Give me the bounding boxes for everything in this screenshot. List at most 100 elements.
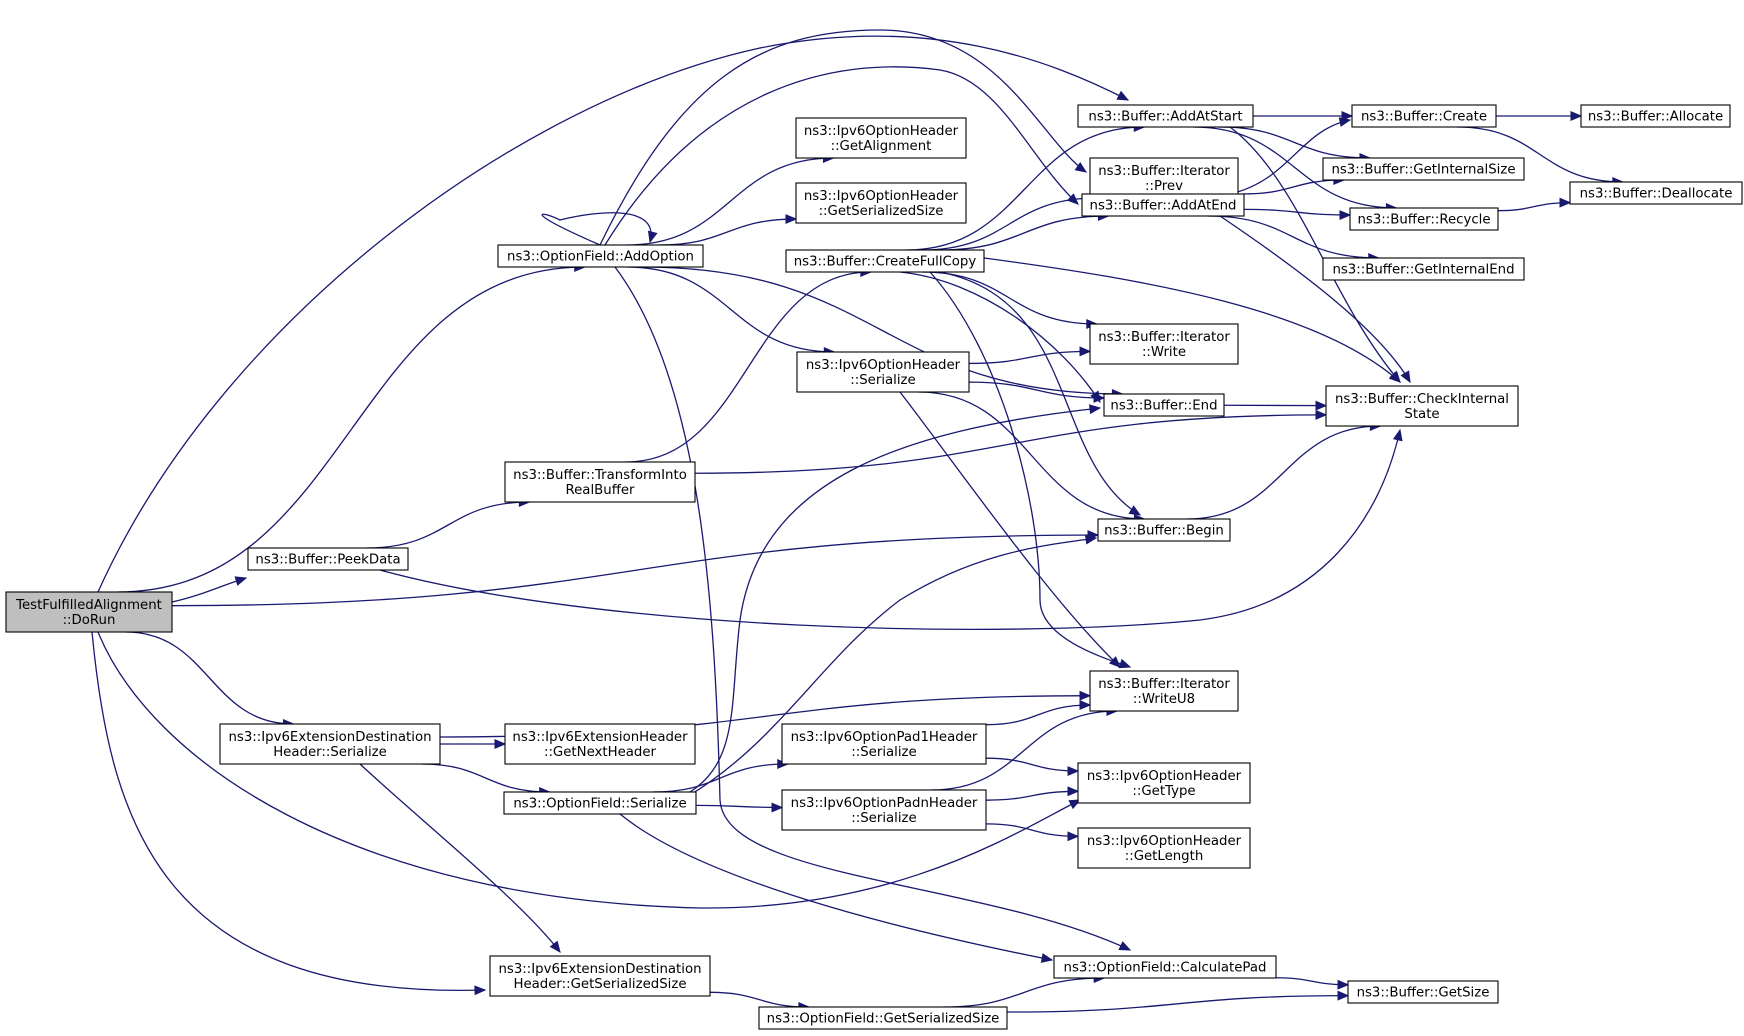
node-label: ns3::Ipv6ExtensionDestination [498,962,701,977]
edge-n15-n16 [968,381,1106,403]
node-label: ::GetLength [1125,849,1204,864]
edge-arrowhead [234,576,248,586]
edge-line [366,501,530,549]
edge-line [931,710,1117,791]
edge-n19-n17 [1186,421,1382,520]
edge-arrowhead [1079,346,1092,357]
function-node[interactable]: ns3::Buffer::Recycle [1349,207,1499,231]
edge-n22-n29 [359,763,561,954]
node-label: ::GetNextHeader [544,745,657,760]
edge-arrowhead [1559,197,1572,208]
function-node[interactable]: ns3::Buffer::CreateFullCopy [785,249,985,273]
function-node[interactable]: ns3::Buffer::AddAtStart [1077,104,1254,128]
function-node[interactable]: ns3::Buffer::AddAtEnd [1081,193,1245,217]
node-label: TestFulfilledAlignment [15,598,162,613]
edge-arrowhead [1315,400,1328,411]
edge-line [97,35,1129,593]
node-box [781,723,987,765]
function-node[interactable]: ns3::Ipv6ExtensionDestinationHeader::Ser… [219,723,441,765]
node-label: ns3::Buffer::GetInternalEnd [1332,263,1514,278]
edge-line [421,763,550,793]
edge-n10-n7 [1243,208,1352,220]
function-node[interactable]: ns3::Ipv6OptionPad1Header::Serialize [781,723,987,765]
function-node[interactable]: ns3::Buffer::Allocate [1580,104,1731,128]
edge-n22-n25 [421,763,551,797]
node-label: ns3::Ipv6OptionHeader [804,124,959,139]
edge-arrowhead [1339,210,1352,220]
edge-line [939,215,1109,251]
edge-arrowhead [494,739,507,749]
edge-line [906,126,1145,251]
node-label: ns3::Ipv6OptionHeader [1087,769,1242,784]
edge-line [642,266,1123,395]
function-node[interactable]: ns3::Buffer::Iterator::Prev [1089,157,1239,199]
edge-n25-n26 [695,802,784,813]
edge-arrowhead [1400,370,1411,384]
edge-arrowhead [1074,161,1088,173]
edge-arrowhead [771,802,784,813]
edge-n24-n27 [985,757,1080,776]
edge-line [1229,119,1351,195]
node-box [781,789,987,831]
edge-n22-n23 [440,739,507,749]
edge-line [985,704,1091,726]
edge-line [929,271,1131,668]
function-node[interactable]: ns3::Ipv6OptionHeader::GetSerializedSize [795,182,967,224]
edge-n15-n21 [899,391,1121,668]
edge-n13-n19 [939,271,1142,516]
edge-arrowhead [1388,371,1401,383]
node-box [758,1006,1008,1030]
function-node[interactable]: ns3::OptionField::CalculatePad [1053,955,1277,979]
node-box [796,351,970,393]
function-node[interactable]: ns3::OptionField::Serialize [503,791,697,815]
edge-n0-n1 [117,262,586,593]
function-node[interactable]: ns3::Ipv6OptionHeader::GetLength [1077,827,1251,869]
edge-n13-n14 [921,271,1099,329]
edge-line [968,350,1091,365]
function-node[interactable]: ns3::Ipv6OptionHeader::GetType [1077,762,1251,804]
function-node[interactable]: ns3::Buffer::End [1103,393,1225,417]
node-box [5,591,173,633]
node-box [785,249,985,273]
edge-arrowhead [1108,656,1121,668]
node-box [1077,827,1251,869]
function-node[interactable]: ns3::Ipv6OptionPadnHeader::Serialize [781,789,987,831]
node-label: ns3::Ipv6OptionHeader [804,189,959,204]
function-node[interactable]: ns3::Buffer::Deallocate [1569,181,1743,205]
edge-n1-n30 [614,266,1132,951]
edge-arrowhead [1040,953,1054,963]
function-node[interactable]: ns3::Buffer::Create [1351,104,1497,128]
node-box [219,723,441,765]
function-node[interactable]: ns3::Buffer::Begin [1097,518,1231,542]
edge-arrowhead [549,940,561,954]
function-node[interactable]: ns3::Buffer::GetInternalEnd [1322,257,1525,281]
node-label: ns3::Buffer::Allocate [1588,110,1723,125]
function-node[interactable]: ns3::Ipv6ExtensionHeader::GetNextHeader [504,723,696,765]
function-node[interactable]: ns3::Buffer::Iterator::Write [1089,323,1239,365]
edge-line [985,757,1079,772]
edge-line [709,991,809,1008]
edge-line [939,271,1141,516]
edge-arrowhead [1093,393,1106,403]
function-node[interactable]: ns3::Ipv6OptionHeader::GetAlignment [795,117,967,159]
edge-n32-n30 [943,973,1106,1008]
edge-n1-n1 [541,212,658,246]
edge-arrowhead [1338,117,1352,127]
function-node[interactable]: ns3::Buffer::Iterator::WriteU8 [1089,670,1239,712]
edge-n32-n31 [1006,990,1350,1013]
edge-n20-n18 [366,497,531,549]
function-node[interactable]: ns3::Buffer::GetSize [1347,980,1499,1004]
edge-line [1457,126,1623,183]
root-node[interactable]: TestFulfilledAlignment::DoRun [5,591,173,633]
function-node[interactable]: ns3::Ipv6OptionHeader::Serialize [796,351,970,393]
edge-n25-n30 [619,813,1054,963]
function-node[interactable]: ns3::Buffer::PeekData [247,547,409,571]
node-label: ns3::Buffer::Iterator [1098,330,1230,345]
edge-n30-n31 [1275,977,1350,990]
function-node[interactable]: ns3::Ipv6ExtensionDestinationHeader::Get… [489,955,711,997]
function-node[interactable]: ns3::OptionField::GetSerializedSize [758,1006,1008,1030]
function-node[interactable]: ns3::Buffer::GetInternalSize [1322,157,1525,181]
function-node[interactable]: ns3::OptionField::AddOption [497,244,704,268]
